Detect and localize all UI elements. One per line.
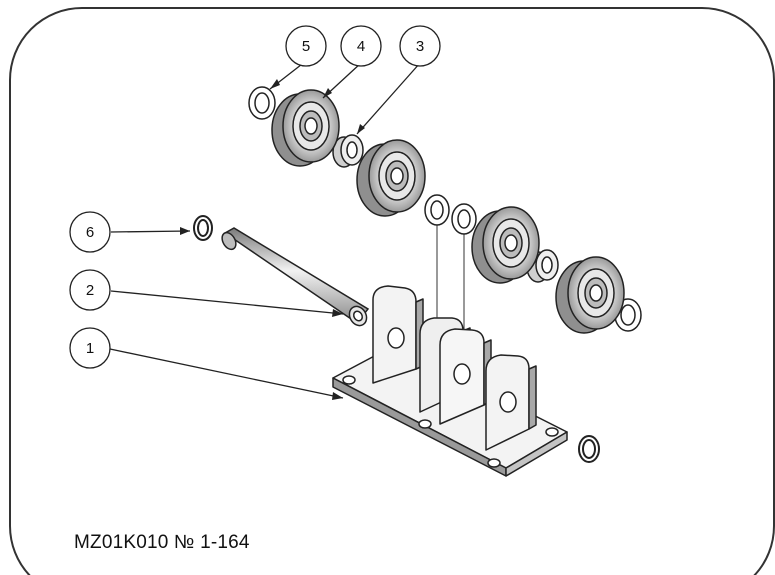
retaining-ring-right	[578, 435, 600, 463]
leader-1	[109, 348, 344, 399]
svg-text:3: 3	[416, 38, 424, 55]
bracket-right	[485, 354, 537, 451]
callout-3: 3	[399, 25, 441, 67]
callout-2: 2	[69, 269, 111, 311]
svg-text:4: 4	[357, 38, 365, 55]
shaft	[221, 227, 370, 327]
svg-text:2: 2	[86, 282, 94, 299]
retaining-ring-left	[193, 215, 213, 241]
drawing-border	[9, 7, 775, 575]
bracket-left	[372, 285, 424, 384]
callout-6: 6	[69, 211, 111, 253]
bearing-1	[271, 89, 340, 167]
callout-5: 5	[285, 25, 327, 67]
callout-1: 1	[69, 327, 111, 369]
spacer-upper	[332, 134, 364, 168]
callout-4: 4	[340, 25, 382, 67]
leader-6	[110, 230, 191, 233]
drawing-code-label: MZ01K010 № 1-164	[74, 532, 250, 553]
bearing-4	[555, 256, 625, 334]
alignment-lines	[436, 224, 465, 330]
washer-mid-2	[451, 203, 477, 235]
svg-text:6: 6	[86, 224, 94, 241]
bearing-3	[471, 206, 540, 284]
leader-3	[356, 62, 421, 135]
leader-2	[110, 290, 344, 315]
washer-top-left	[248, 86, 276, 120]
bearing-2	[356, 139, 426, 217]
bracket-middle-front	[439, 328, 492, 425]
svg-text:5: 5	[302, 38, 310, 55]
leader-arrowheads	[180, 79, 365, 400]
svg-text:1: 1	[86, 340, 94, 357]
washer-mid-1	[424, 194, 450, 226]
